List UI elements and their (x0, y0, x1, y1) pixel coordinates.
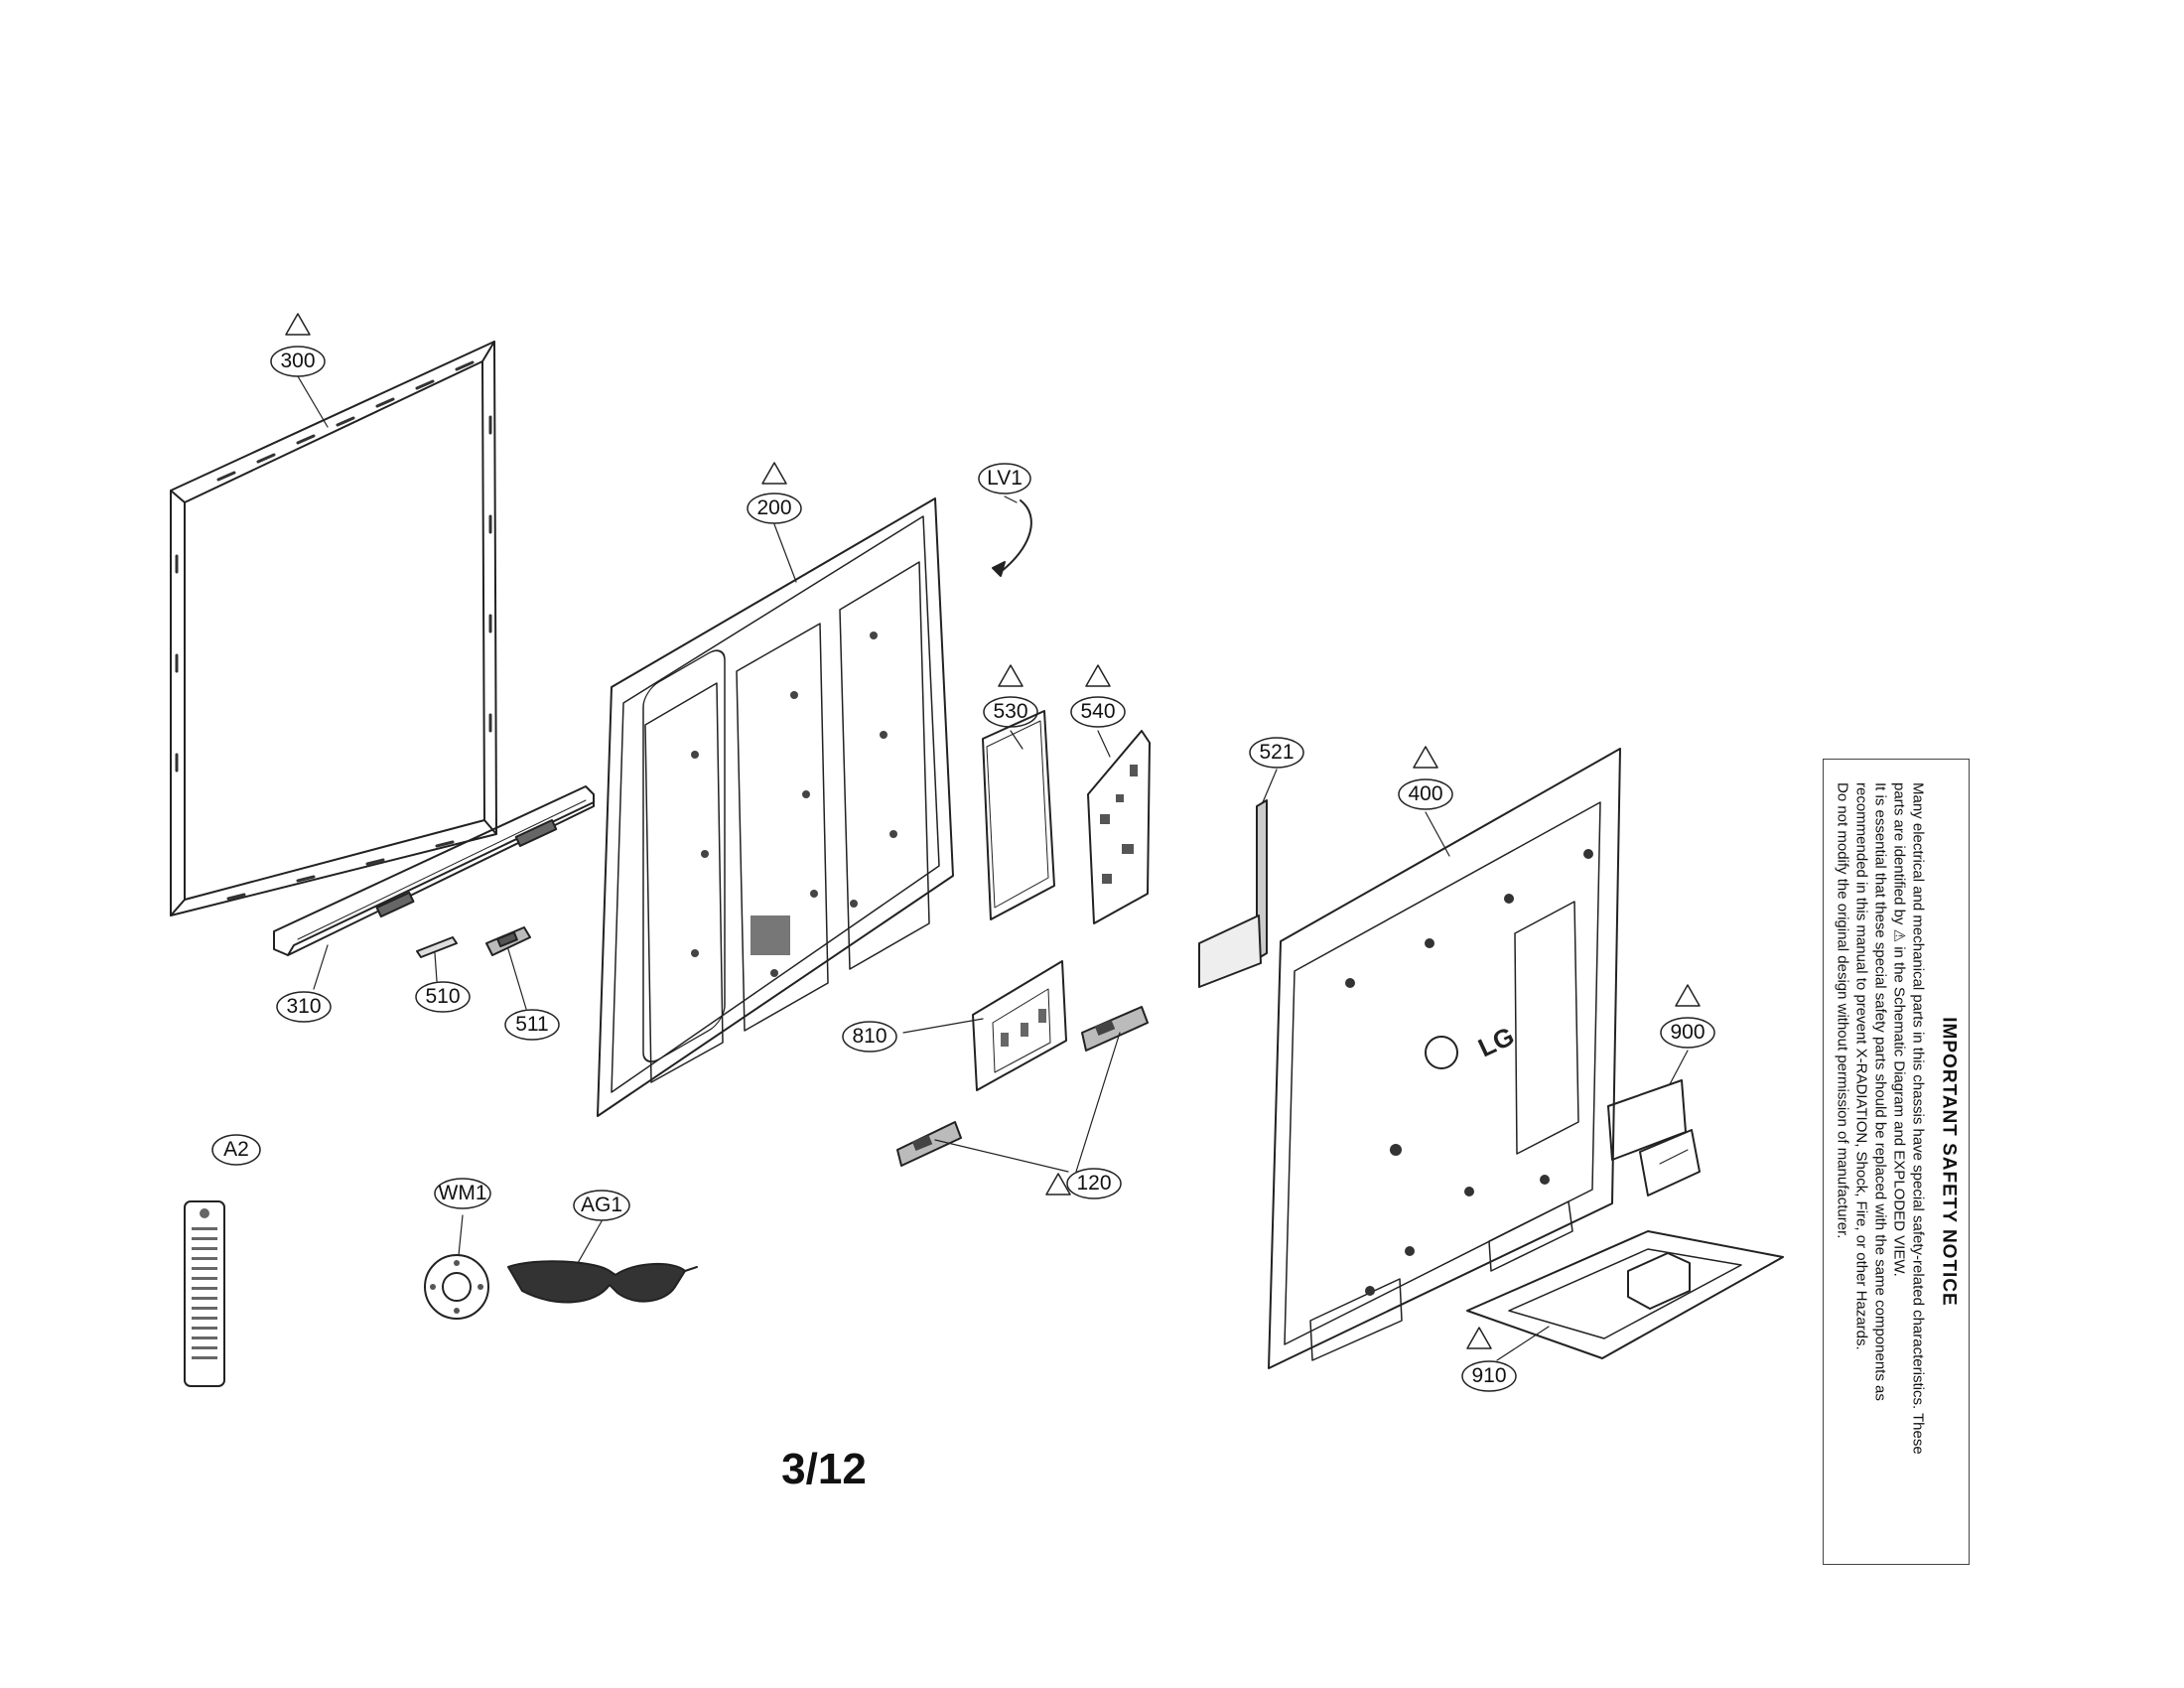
part-LV1-cable (992, 499, 1032, 577)
part-120-button-upper (1081, 1006, 1149, 1052)
callout-AG1: AG1 (580, 1194, 623, 1216)
part-910-stand-base (1466, 1230, 1784, 1359)
safety-notice-body: Many electrical and mechanical parts in … (1834, 774, 1928, 1549)
part-521-side-board (1198, 799, 1268, 988)
callout-521: 521 (1259, 741, 1295, 764)
part-WM1-wall-mount (424, 1254, 489, 1320)
leader-lines (297, 375, 1689, 1361)
callout-LV1: LV1 (987, 467, 1023, 490)
callout-shapes (211, 313, 1715, 1392)
part-AG1-glasses (507, 1260, 698, 1304)
safety-notice-title: IMPORTANT SAFETY NOTICE (1938, 1017, 1960, 1307)
safety-notice-line: Many electrical and mechanical parts in … (1909, 782, 1927, 1455)
callout-540: 540 (1080, 700, 1116, 723)
callout-200: 200 (756, 496, 792, 519)
safety-notice-line: parts are identified by ⚠ in the Schemat… (1890, 782, 1908, 1277)
part-900-stand-neck (1607, 1079, 1701, 1196)
part-A2-remote (184, 1200, 225, 1387)
safety-notice-line: It is essential that these special safet… (1871, 782, 1889, 1401)
callout-120: 120 (1076, 1172, 1112, 1195)
callout-910: 910 (1471, 1364, 1507, 1387)
callout-300: 300 (280, 350, 316, 372)
part-200-main-chassis (597, 497, 954, 1117)
part-510-small-board (416, 936, 458, 958)
part-300-bezel-frame (170, 341, 497, 916)
warning-triangle-icon (285, 313, 1701, 1349)
callout-310: 310 (286, 995, 322, 1018)
part-511-small-board (485, 926, 531, 956)
callout-511: 511 (515, 1013, 549, 1036)
callout-530: 530 (993, 700, 1028, 723)
part-540-main-board (1087, 730, 1151, 924)
part-310-bottom-bracket (273, 785, 595, 956)
safety-notice-box: IMPORTANT SAFETY NOTICE Many electrical … (1823, 759, 1970, 1565)
lg-logo: LG (1425, 1021, 1519, 1069)
page-number: 3/12 (781, 1445, 867, 1493)
safety-notice-line: recommended in this manual to prevent X-… (1852, 782, 1870, 1350)
safety-notice-line: Do not modify the original design withou… (1834, 782, 1851, 1239)
part-810-bracket (972, 960, 1067, 1091)
lg-logo-text: LG (1473, 1021, 1518, 1062)
callout-900: 900 (1670, 1021, 1706, 1044)
part-530-power-board (982, 710, 1055, 920)
callout-A2: A2 (223, 1138, 249, 1161)
callout-510: 510 (425, 985, 461, 1008)
part-120-button-lower (896, 1121, 962, 1167)
callout-WM1: WM1 (438, 1182, 487, 1204)
safety-notice-content: IMPORTANT SAFETY NOTICE Many electrical … (1834, 774, 1960, 1549)
callout-810: 810 (852, 1025, 887, 1048)
part-400-back-cover (1268, 748, 1621, 1369)
callout-400: 400 (1408, 782, 1443, 805)
